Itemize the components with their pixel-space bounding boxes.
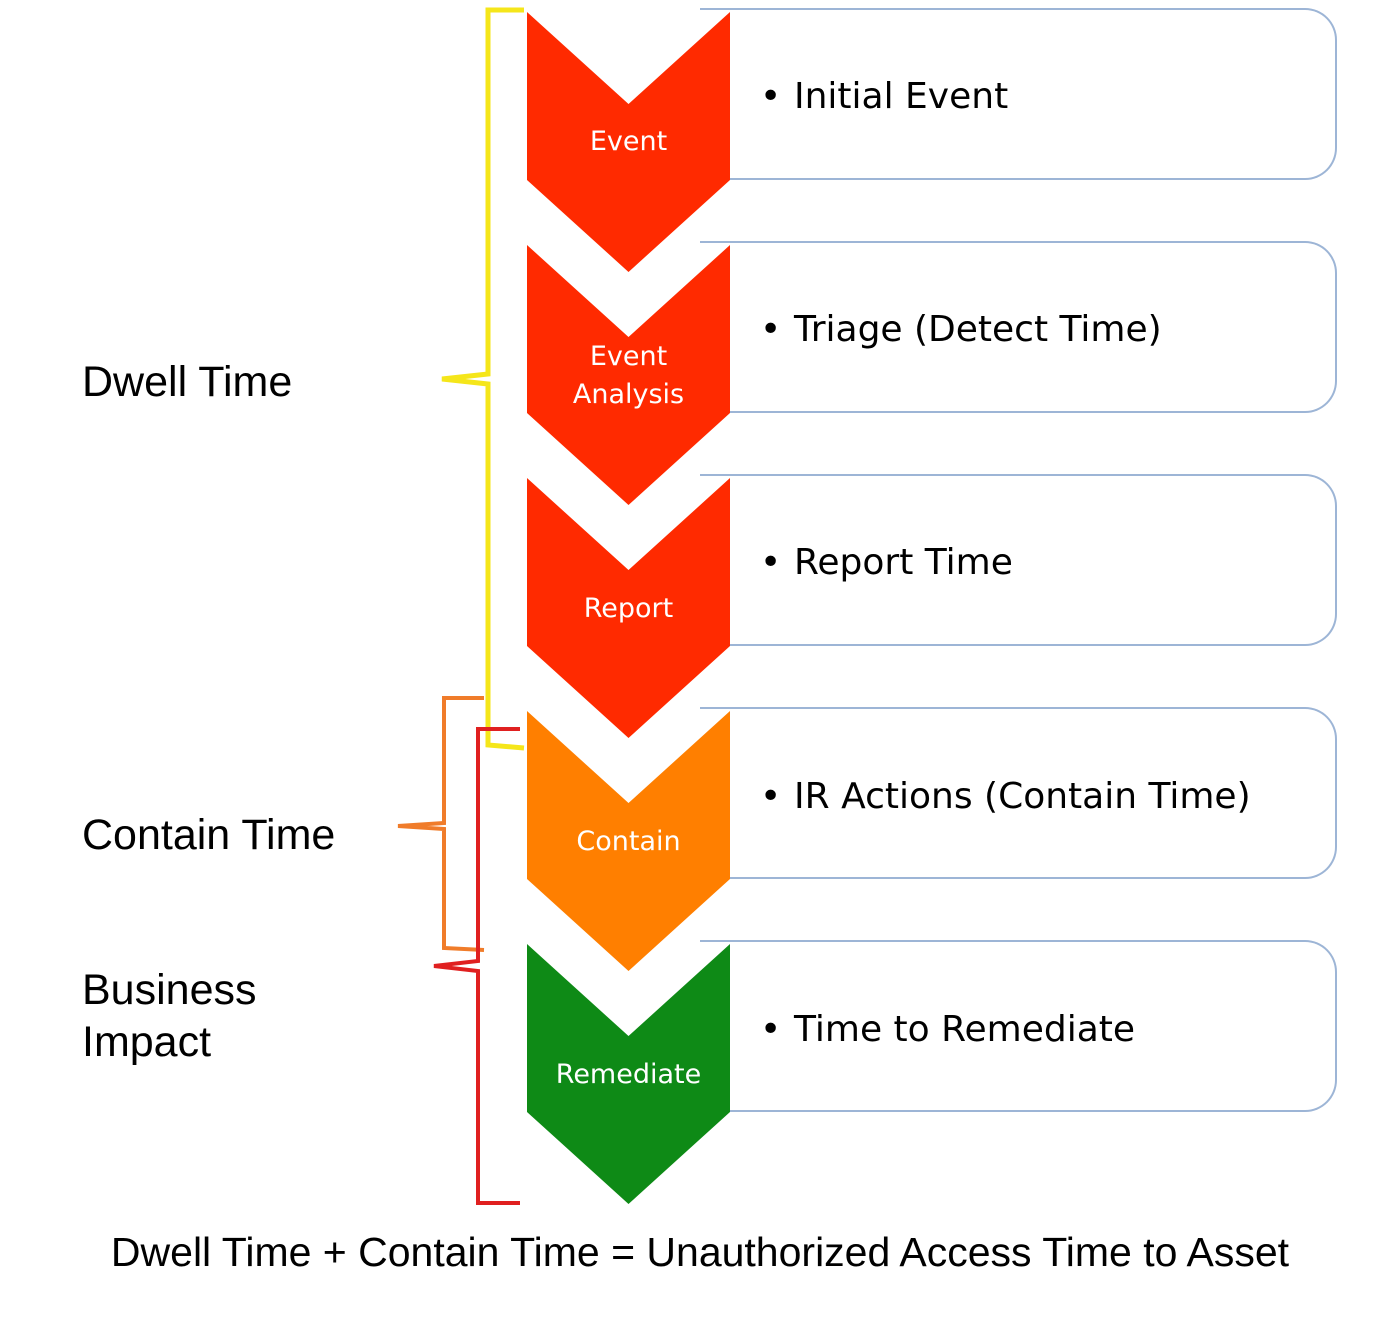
bullet-icon: • (760, 776, 782, 817)
bullet-icon: • (760, 309, 782, 350)
stage-detail-box (700, 241, 1337, 413)
formula-caption: Dwell Time + Contain Time = Unauthorized… (110, 1229, 1290, 1275)
chevron-label-remediate: Remediate (555, 1059, 702, 1090)
group-label-business-impact: Business Impact (82, 964, 256, 1068)
chevron-label-report: Report (583, 593, 674, 624)
chevron-label-line: Analysis (572, 379, 685, 410)
bullet-icon: • (760, 542, 782, 583)
stage-detail-box (700, 474, 1337, 646)
stage-detail-text: • Time to Remediate (760, 1008, 1135, 1052)
chevron-label-contain: Contain (576, 826, 681, 857)
bullet-icon: • (760, 76, 782, 117)
chevron-label-line: Event (589, 341, 668, 372)
stage-detail-box (700, 707, 1337, 879)
group-label-line: Impact (82, 1018, 212, 1066)
stage-detail-box (700, 8, 1337, 180)
dwell-time-bracket (441, 7, 525, 751)
stage-detail-text: • Report Time (760, 541, 1013, 585)
group-label-line: Business (82, 966, 257, 1014)
stage-detail-label: Initial Event (794, 76, 1009, 117)
group-label-contain-time: Contain Time (82, 811, 336, 859)
stage-detail-box (700, 940, 1337, 1112)
stage-detail-text: • Initial Event (760, 75, 1008, 119)
stage-detail-label: Report Time (794, 542, 1013, 583)
stage-detail-text: • IR Actions (Contain Time) (760, 775, 1251, 819)
stage-detail-text: • Triage (Detect Time) (760, 308, 1162, 352)
stage-detail-label: Time to Remediate (794, 1009, 1136, 1050)
group-label-dwell-time: Dwell Time (82, 358, 293, 406)
chevron-label-event: Event (589, 126, 668, 157)
business-impact-bracket (433, 727, 520, 1205)
chevron-label-event-analysis: Event Analysis (527, 338, 730, 414)
bullet-icon: • (760, 1009, 782, 1050)
contain-time-bracket (397, 696, 485, 952)
stage-detail-label: IR Actions (Contain Time) (794, 776, 1251, 817)
stage-detail-label: Triage (Detect Time) (794, 309, 1162, 350)
